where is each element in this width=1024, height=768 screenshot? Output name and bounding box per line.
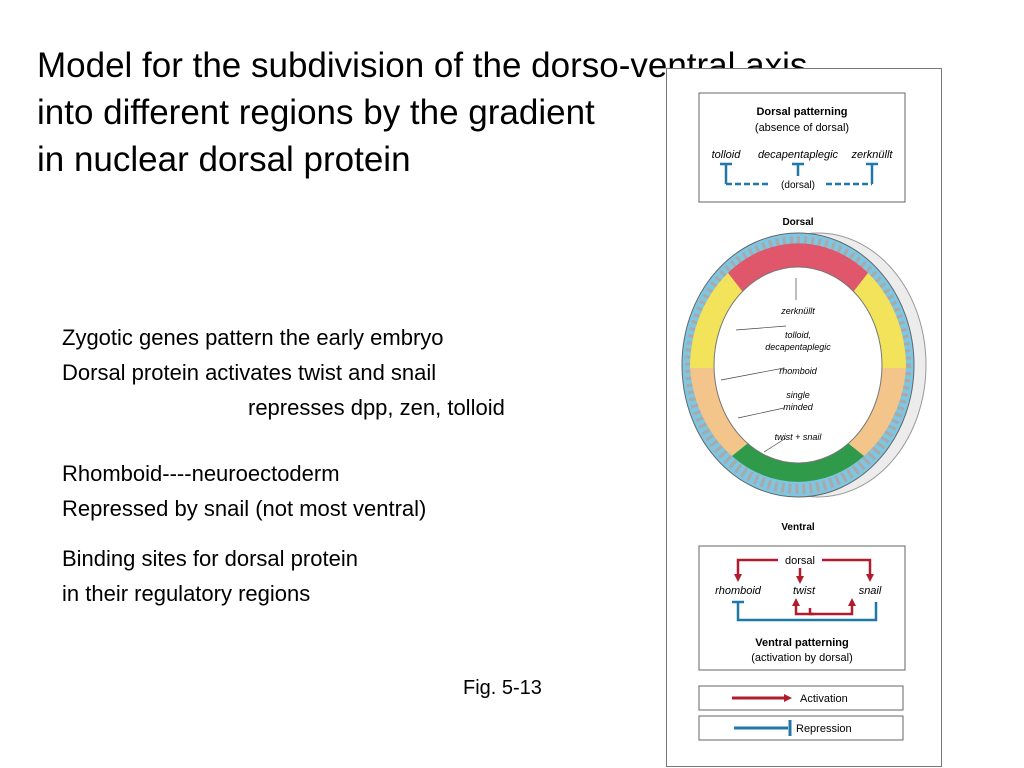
- gene-rhomboid: rhomboid: [715, 585, 762, 597]
- region-zerknullt: zerknüllt: [780, 306, 815, 316]
- region-minded: minded: [783, 402, 814, 412]
- text-line: Zygotic genes pattern the early embryo: [62, 325, 444, 350]
- gene-snail: snail: [859, 585, 882, 597]
- embryo-cross-section: Dorsal zerknüllt tolloid, decapentaplegi…: [681, 217, 927, 533]
- text-line: represses dpp, zen, tolloid: [248, 395, 505, 420]
- dorsal-label: Dorsal: [782, 217, 813, 228]
- dorso-ventral-figure: Dorsal patterning (absence of dorsal) to…: [666, 68, 942, 767]
- legend-activation-label: Activation: [800, 693, 848, 705]
- lateral-region-right: [850, 273, 907, 368]
- ventral-patterning-box: dorsal rhomboid twist snail Ventral patt…: [698, 545, 906, 671]
- text-block-rhomboid: Rhomboid----neuroectoderm Repressed by s…: [62, 456, 426, 526]
- region-twist-snail: twist + snail: [775, 432, 823, 442]
- repression-lines: [732, 600, 878, 622]
- nuclei-ring: [685, 236, 911, 494]
- legend-activation: Activation: [698, 685, 904, 711]
- gene-zerknullt: zerknüllt: [851, 149, 894, 161]
- ventral-box-title: Ventral patterning: [755, 637, 849, 649]
- dorsal-repression-lines: [720, 162, 878, 186]
- title-line-2: into different regions by the gradient: [37, 93, 595, 132]
- dorsal-repressor-label: (dorsal): [781, 180, 815, 191]
- text-block-zygotic: Zygotic genes pattern the early embryo D…: [62, 320, 505, 425]
- activation-arrows: [734, 558, 874, 616]
- region-decapentaplegic: decapentaplegic: [765, 342, 831, 352]
- ventral-label: Ventral: [781, 522, 815, 533]
- region-tolloid: tolloid,: [785, 330, 811, 340]
- figure-caption: Fig. 5-13: [463, 677, 542, 699]
- text-line: Dorsal protein activates twist and snail: [62, 360, 437, 385]
- lateral-region-left: [689, 273, 746, 368]
- title-line-3: in nuclear dorsal protein: [37, 140, 411, 179]
- legend-repression: Repression: [698, 715, 904, 741]
- region-leader-lines: [720, 278, 797, 453]
- slide-title: Model for the subdivision of the dorso-v…: [37, 42, 937, 183]
- ventral-box-subtitle: (activation by dorsal): [751, 652, 853, 664]
- text-line: Repressed by snail (not most ventral): [62, 496, 427, 521]
- neuro-region-left: [690, 368, 752, 456]
- text-line: Rhomboid----neuroectoderm: [62, 461, 340, 486]
- gene-tolloid: tolloid: [712, 149, 742, 161]
- neuro-region-right: [844, 368, 906, 456]
- region-single: single: [786, 390, 810, 400]
- text-line: in their regulatory regions: [62, 581, 311, 606]
- region-rhomboid: rhomboid: [779, 366, 818, 376]
- text-line: Binding sites for dorsal protein: [62, 546, 358, 571]
- gene-dorsal: dorsal: [785, 555, 815, 567]
- legend-repression-label: Repression: [796, 723, 852, 735]
- dorsal-box-title: Dorsal patterning: [756, 106, 847, 118]
- dorsal-patterning-box: Dorsal patterning (absence of dorsal) to…: [698, 92, 906, 203]
- gene-twist: twist: [793, 585, 816, 597]
- gene-decapentaplegic: decapentaplegic: [758, 149, 839, 161]
- text-block-binding: Binding sites for dorsal protein in thei…: [62, 541, 358, 611]
- dorsal-box-subtitle: (absence of dorsal): [755, 122, 849, 134]
